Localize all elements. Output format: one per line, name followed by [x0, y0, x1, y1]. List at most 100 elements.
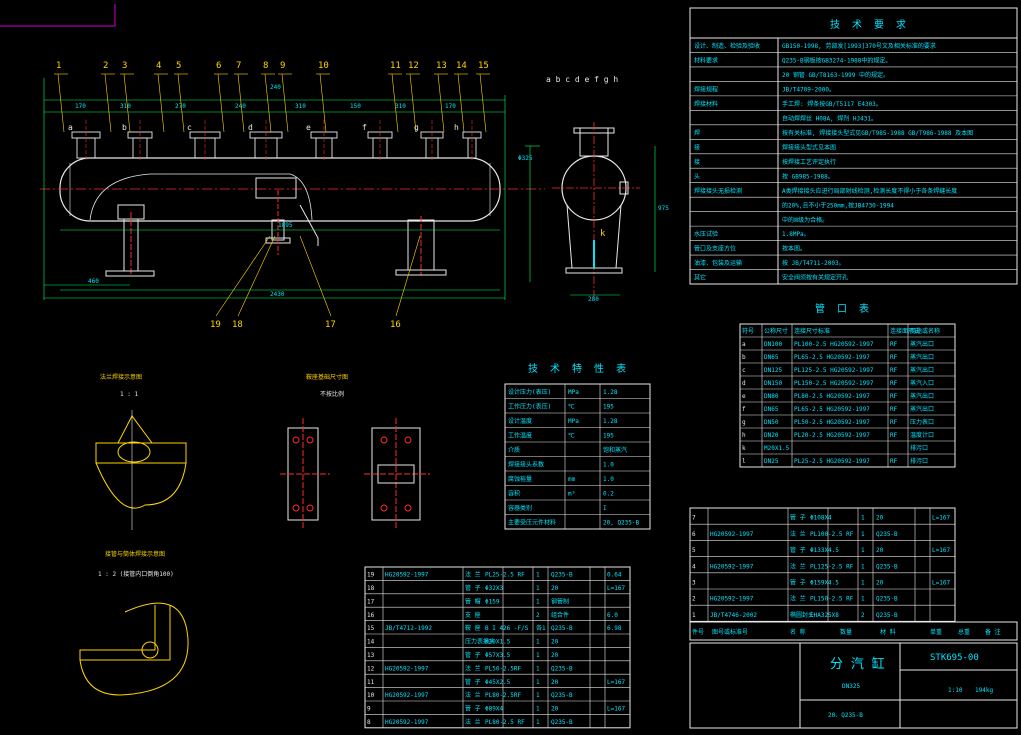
bom-note: 6.98	[607, 625, 622, 632]
callout-leader	[157, 73, 165, 133]
bom-standard: HG20592-1997	[710, 596, 754, 603]
bom-name: 法 兰	[465, 718, 481, 726]
nozzle-letter: b	[122, 123, 127, 132]
nozzle-weld-detail: 接管与筒体焊接示意图 1 : 2 (接管内口倒角100)	[79, 550, 189, 696]
design-table-cell: 195	[603, 433, 614, 440]
title-material: 20、Q235-B	[828, 712, 863, 719]
nozzle-table-cell: 蒸汽出口	[910, 353, 934, 361]
tech-req-value: GB150-1998, 劳部发[1993]370号文及相关标准的要求	[782, 42, 936, 50]
bom-spec: PL25-2.5 RF	[485, 572, 525, 579]
dim-shell: 1895	[278, 222, 293, 229]
tech-req-key: 焊	[694, 129, 700, 137]
nozzle-table-cell: DN25	[764, 458, 779, 465]
nozzle-table-header: 符号	[742, 327, 754, 335]
bom-spec: Φ45X2.5	[485, 679, 511, 686]
section-title: 法兰焊接示意图	[100, 373, 142, 381]
bom-material: Q235-B	[876, 563, 898, 570]
bom-qty: 1	[861, 579, 865, 586]
design-table-cell: 工作温度	[508, 432, 532, 440]
callout-number: 9	[280, 61, 285, 71]
top-nozzle-group	[71, 120, 482, 162]
vessel-shell	[59, 157, 501, 222]
design-table-cell: 容器类别	[508, 504, 532, 512]
bom-name: 法 兰	[465, 571, 481, 579]
title-name: 分 汽 缸	[830, 656, 885, 672]
bom-qty: 1	[536, 706, 540, 713]
title-spec: DN325	[842, 683, 860, 690]
bom-standard: HG20592-1997	[385, 692, 429, 699]
bom-item-no: 17	[367, 598, 375, 605]
nozzle-table-cell: c	[742, 367, 746, 374]
bom-standard: JB/T4746-2002	[710, 612, 757, 619]
tech-req-key: 头	[694, 172, 700, 180]
bom-qty: 1	[536, 598, 540, 605]
dim-overall: 2430	[270, 291, 285, 298]
design-table-cell: 1.0	[603, 476, 614, 483]
bom-header: 数量	[840, 628, 852, 636]
callout-number: 3	[122, 61, 127, 71]
bom-item-no: 14	[367, 639, 375, 646]
nozzle-table-cell: g	[742, 419, 746, 426]
dim-seg6: 150	[350, 103, 361, 110]
bom-spec: Φ159X4.5	[810, 579, 839, 586]
bom-item-no: 11	[367, 679, 375, 686]
bom-material: Q235-B	[876, 612, 898, 619]
title-weight: 194kg	[975, 687, 993, 694]
bom-material: Q235-B	[551, 625, 573, 632]
detail-title: 接管与筒体焊接示意图	[105, 550, 165, 558]
bom-material: 20	[876, 579, 884, 586]
bom-item-no: 13	[367, 652, 375, 659]
callout-leader	[237, 235, 276, 317]
nozzle-table-cell: RF	[890, 354, 898, 361]
callout-number: 11	[390, 61, 401, 71]
bom-material: 20	[551, 585, 559, 592]
side-view-label: a b c d e f g h	[546, 75, 618, 84]
nozzle-table-cell: PL150-2.5 HG20592-1997	[794, 380, 874, 387]
bom-spec: Φ108X4	[810, 515, 832, 522]
design-table-cell: mm	[568, 476, 576, 483]
callout-number: 4	[156, 61, 161, 71]
bom-name: 法 兰	[465, 664, 481, 672]
nozzle-table-cell: DN125	[764, 367, 782, 374]
tech-req-value: 中的Ⅲ级为合格。	[782, 216, 828, 224]
bom-name: 法 兰	[790, 530, 806, 538]
callout-leader	[319, 73, 327, 133]
bom-spec: Φ32X3	[485, 585, 503, 592]
bom-spec: Φ89X4	[485, 706, 503, 713]
nozzle-table-cell: DN80	[764, 393, 779, 400]
tech-req-title: 技 术 要 求	[830, 18, 909, 31]
callout-number: 7	[236, 61, 241, 71]
design-table-cell: MPa	[568, 418, 579, 425]
bom-qty: 1	[861, 515, 865, 522]
design-table-cell: 主要受压元件材料	[508, 519, 556, 527]
bom-material: 20	[551, 652, 559, 659]
front-view: 2430 1895 460 Φ325 170 310 270 240 310 1…	[40, 61, 545, 330]
callout-leader	[457, 73, 465, 133]
nozzle-table-header: 连接面形式	[890, 327, 920, 335]
side-dim-base: 280	[588, 296, 599, 303]
bom-item-no: 16	[367, 612, 375, 619]
bom-material: 20	[876, 547, 884, 554]
nozzle-table-cell: e	[742, 393, 746, 400]
bom-name: 管 子	[465, 584, 481, 592]
nozzle-table-header: 用途或名称	[910, 327, 940, 335]
nozzle-table-cell: 蒸汽出口	[910, 405, 934, 413]
side-dim-height: 975	[658, 205, 669, 212]
design-table-cell: 腐蚀裕量	[508, 475, 532, 483]
tech-req-value: JB/T4709-2000。	[782, 87, 835, 94]
bom-qty: 1	[536, 585, 540, 592]
bom-qty: 1	[536, 652, 540, 659]
corner-tab-marker	[0, 4, 116, 27]
callout-number: 14	[456, 61, 467, 71]
callout-leader	[264, 73, 272, 133]
callout-number: 17	[325, 320, 336, 330]
bom-spec: Φ133X4.5	[810, 547, 839, 554]
nozzle-table-cell: PL20-2.5 HG20592-1997	[794, 432, 870, 439]
design-table-title: 技 术 特 性 表	[528, 362, 629, 375]
tech-req-value: 手工焊: 焊条按GB/T5117 E4303。	[782, 100, 882, 108]
bom-material: Q235-B	[551, 665, 573, 672]
